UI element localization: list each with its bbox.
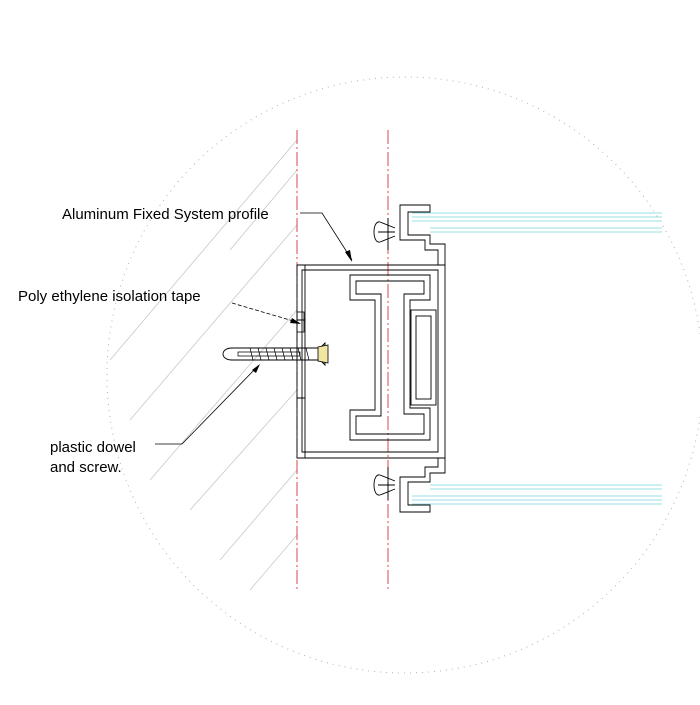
glass-panel-top bbox=[412, 212, 662, 233]
detail-circle bbox=[106, 76, 700, 674]
glazing-clip-top bbox=[373, 204, 446, 266]
isolation-tape bbox=[296, 311, 305, 333]
leader-lines bbox=[155, 212, 353, 445]
label-aluminum-profile: Aluminum Fixed System profile bbox=[62, 206, 269, 223]
leader-arrowheads bbox=[252, 250, 352, 373]
aluminum-profile bbox=[296, 264, 446, 459]
label-dowel-line1: plastic dowel bbox=[50, 439, 136, 456]
glass-panel-bottom bbox=[412, 484, 662, 505]
wall-hatch bbox=[109, 139, 298, 591]
glazing-clip-bottom bbox=[373, 457, 446, 513]
label-dowel-line2: and screw. bbox=[50, 459, 122, 476]
screw-head bbox=[317, 344, 329, 364]
label-isolation-tape: Poly ethylene isolation tape bbox=[18, 288, 201, 305]
dowel-and-screw bbox=[222, 341, 329, 367]
